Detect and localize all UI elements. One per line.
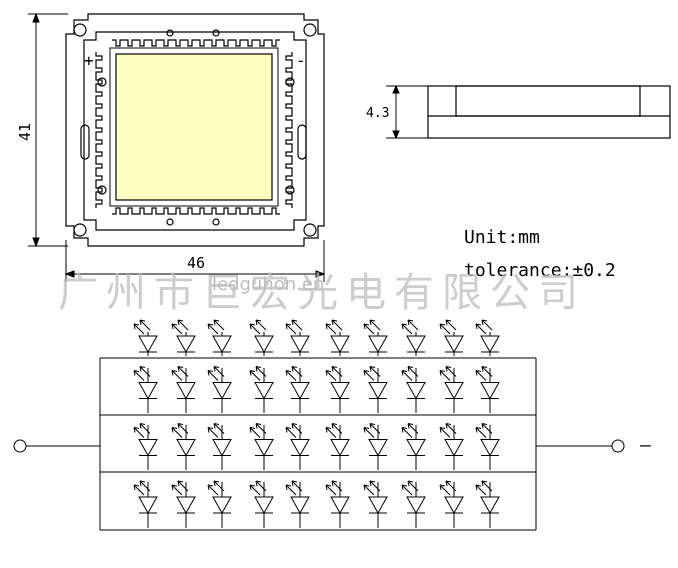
led-circuit-schematic — [13, 319, 625, 531]
plus-polarity-label: + — [84, 51, 94, 70]
width-dimension-label: 46 — [187, 254, 205, 272]
led-diode — [133, 366, 158, 413]
led-diode — [363, 480, 388, 528]
height-dimension — [28, 12, 68, 248]
led-diode — [133, 423, 158, 470]
width-dimension — [64, 240, 326, 282]
led-diode — [363, 366, 388, 413]
led-diode — [475, 423, 500, 470]
negative-terminal-label: — — [640, 435, 651, 456]
cob-module-drawing — [65, 13, 325, 247]
led-diode — [285, 480, 310, 528]
led-diode — [475, 480, 500, 528]
led-diode — [285, 366, 310, 413]
led-diode — [249, 366, 274, 413]
led-diode — [249, 319, 274, 356]
led-diode — [171, 423, 196, 470]
led-diode — [285, 423, 310, 470]
led-diode — [401, 423, 426, 470]
led-diode — [325, 480, 350, 528]
led-diode — [207, 366, 232, 413]
unit-note: Unit:mm — [464, 227, 540, 248]
led-diode — [325, 423, 350, 470]
led-emitter-area — [115, 53, 273, 201]
led-diode — [401, 366, 426, 413]
led-diode — [171, 480, 196, 528]
led-diode — [401, 319, 426, 356]
led-diode — [207, 423, 232, 470]
led-diode — [475, 366, 500, 413]
negative-terminal — [611, 439, 625, 453]
minus-polarity-label: - — [296, 51, 306, 70]
watermark-chinese: 广州市巨宏光电有限公司 — [58, 270, 586, 316]
led-diode — [171, 319, 196, 356]
led-diode — [401, 480, 426, 528]
led-diode — [285, 319, 310, 356]
thickness-dimension-label: 4.3 — [366, 106, 389, 121]
led-diode — [207, 319, 232, 356]
led-diode — [133, 480, 158, 528]
led-diode — [171, 366, 196, 413]
positive-terminal — [13, 439, 27, 453]
led-diode — [439, 366, 464, 413]
led-diode — [325, 366, 350, 413]
led-diode — [249, 423, 274, 470]
led-diode — [325, 319, 350, 356]
led-diode — [133, 319, 158, 356]
watermark-url: ledguhon.en — [212, 274, 324, 295]
tolerance-note: tolerance:±0.2 — [464, 260, 616, 281]
height-dimension-label: 41 — [16, 123, 34, 141]
led-diode — [363, 319, 388, 356]
led-diode — [249, 480, 274, 528]
led-diode — [439, 319, 464, 356]
led-diode — [207, 480, 232, 528]
side-view-drawing — [386, 84, 671, 140]
led-diode — [475, 319, 500, 356]
led-diode — [439, 480, 464, 528]
led-diode — [439, 423, 464, 470]
led-diode — [363, 423, 388, 470]
